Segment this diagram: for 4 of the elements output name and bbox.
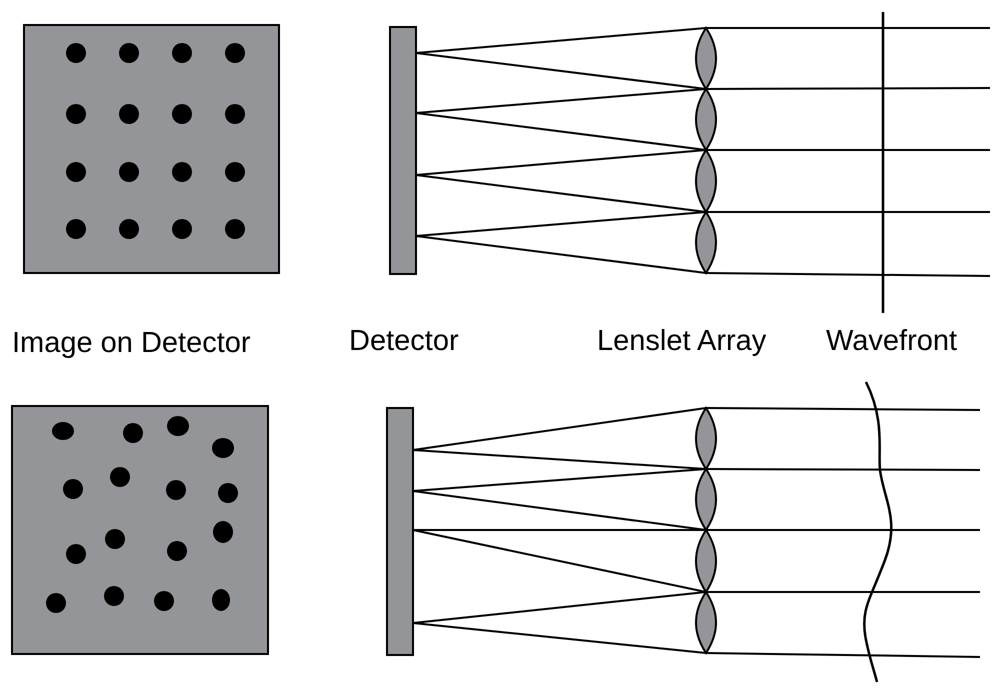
part-label: Lenslet Array [597, 327, 766, 356]
part-label: Image on Detector [12, 329, 251, 358]
part-label: Wavefront [826, 327, 958, 356]
part-label: Detector [349, 327, 459, 356]
